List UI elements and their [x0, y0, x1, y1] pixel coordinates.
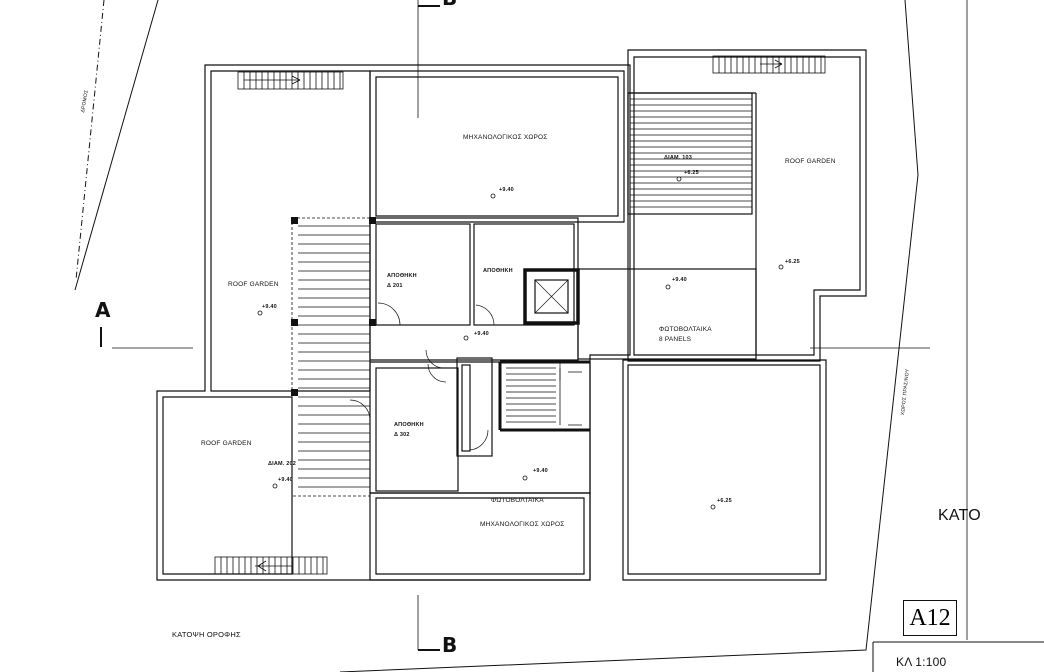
room-label-roof-garden-nw: ROOF GARDEN	[228, 281, 279, 288]
columns	[291, 217, 376, 396]
drawing-scale: ΚΛ 1:100	[896, 655, 947, 669]
room-label-pv-bottom: ΦΩΤΟΒΟΛΤΑΙΚΑ	[491, 497, 544, 504]
plot-boundary	[74, 0, 968, 672]
room-label-mech-bottom: ΜΗΧΑΝΟΛΟΓΙΚΟΣ ΧΩΡΟΣ	[480, 521, 565, 528]
level-center: +9.40	[474, 331, 489, 337]
plan-title: ΚΑΤΟΨΗ ΟΡΟΦΗΣ	[172, 630, 241, 639]
level-ne-garden: +6.25	[785, 259, 800, 265]
section-marker-a: A	[95, 298, 111, 322]
doors	[349, 302, 561, 451]
section-marker-b-bottom: B	[442, 633, 458, 657]
sheet-number: A12	[903, 600, 957, 636]
level-sw-garden: +9.40	[278, 477, 293, 483]
room-label-mech-top: ΜΗΧΑΝΟΛΟΓΙΚΟΣ ΧΩΡΟΣ	[463, 134, 548, 141]
room-label-pv-right-panels: 8 PANELS	[659, 336, 692, 343]
room-label-roof-garden-ne: ROOF GARDEN	[785, 158, 836, 165]
room-label-storage-3-no: Δ 302	[394, 432, 410, 438]
roof-outlines	[156, 49, 867, 581]
room-label-roof-garden-sw: ROOF GARDEN	[201, 440, 252, 447]
room-label-apt-202: ΔΙΑΜ. 202	[268, 461, 297, 467]
room-label-pv-right: ΦΩΤΟΒΟΛΤΑΙΚΑ	[659, 326, 712, 333]
level-pv-bottom: +9.40	[533, 468, 548, 474]
level-nw-garden: +9.40	[262, 304, 277, 310]
stairs	[214, 55, 826, 575]
level-se-area: +6.25	[717, 498, 732, 504]
room-label-storage-2: ΑΠΟΘΗΚΗ	[483, 268, 513, 274]
room-label-storage-1: ΑΠΟΘΗΚΗ	[387, 273, 417, 279]
level-mech-top: +9.40	[499, 187, 514, 193]
level-markers	[257, 176, 784, 510]
section-lines	[100, 0, 930, 651]
partial-heading: ΚΑΤΟ	[938, 507, 981, 524]
room-label-storage-3: ΑΠΟΘΗΚΗ	[394, 422, 424, 428]
section-marker-b-top: B	[442, 0, 457, 10]
level-pv-right: +9.40	[672, 277, 687, 283]
room-label-storage-1-no: Δ 201	[387, 283, 403, 289]
level-ne-stair: +6.25	[684, 170, 699, 176]
room-label-apt-103: ΔΙΑΜ. 103	[664, 155, 693, 161]
